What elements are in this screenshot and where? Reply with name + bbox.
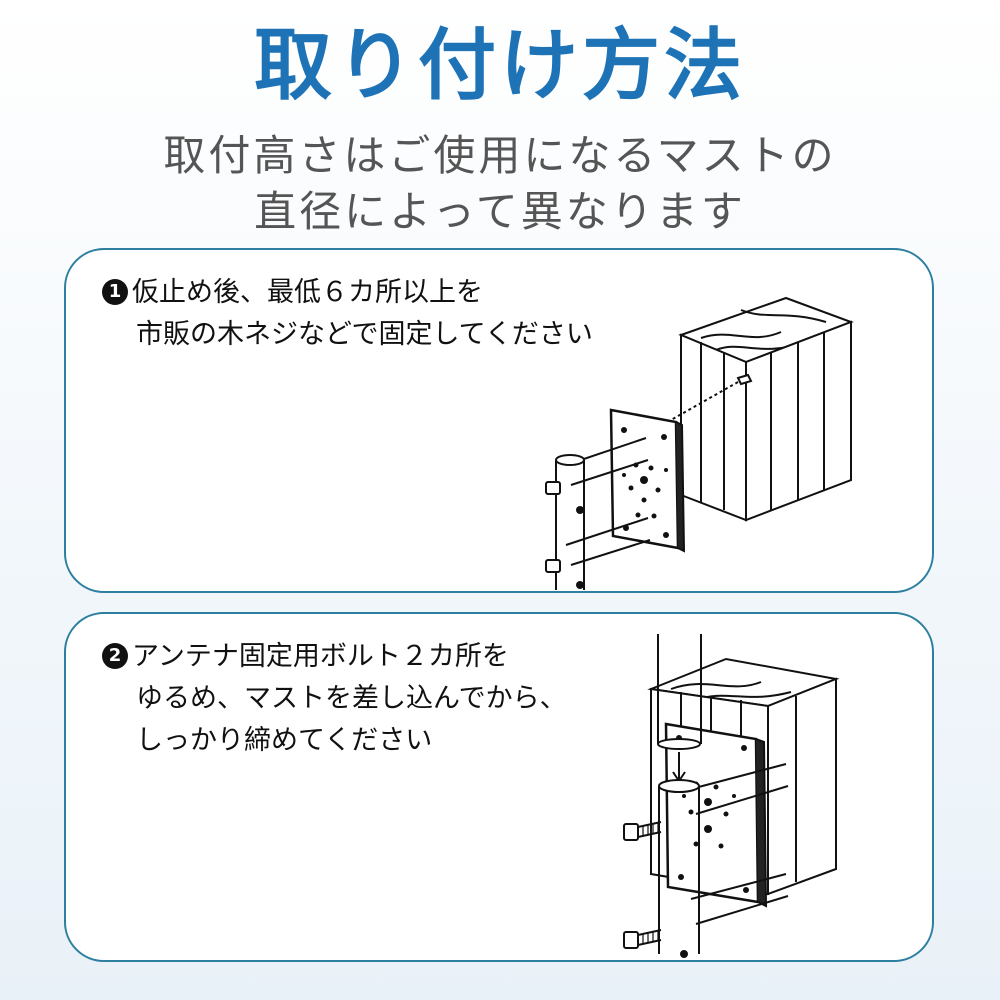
subtitle-line-1: 取付高さはご使用になるマストの — [163, 131, 837, 180]
subtitle: 取付高さはご使用になるマストの 直径によって異なります — [0, 128, 1000, 240]
step-1-illustration — [545, 296, 854, 590]
step-1-number-badge: 1 — [102, 278, 128, 305]
screw-icon — [736, 373, 753, 386]
step-2-number-badge: 2 — [102, 642, 128, 669]
wood-post-side — [767, 677, 837, 896]
subtitle-line-2: 直径によって異なります — [254, 187, 746, 236]
step-1-line-2: 市販の木ネジなどで固定してください — [136, 319, 593, 350]
plate-holes — [621, 427, 669, 538]
step-1-line-1-text: 仮止め後、最低６カ所以上を — [132, 277, 483, 308]
bolt-heads — [545, 481, 561, 573]
upper-arm — [690, 763, 789, 815]
step-2-line-1-text: アンテナ固定用ボルト２カ所を — [132, 641, 509, 672]
plate-holes — [676, 735, 749, 893]
mast-pipe-bottom — [657, 738, 701, 750]
bolt-icon-lower — [623, 929, 662, 949]
step-2-line-2: ゆるめ、マストを差し込んでから、 — [136, 683, 567, 714]
bolt-icon-upper — [623, 821, 662, 841]
wood-grain-lines — [700, 332, 825, 510]
mast-pipe — [657, 634, 702, 744]
step-2-illustration — [623, 634, 840, 958]
bracket-pipe — [658, 786, 700, 954]
mounting-plate-edge — [675, 421, 686, 553]
bracket-pipe-top — [658, 779, 700, 793]
lower-arm — [690, 873, 789, 925]
page-title: 取り付け方法 — [253, 21, 746, 111]
step-2-line-3: しっかり締めてください — [136, 725, 433, 756]
screw-guide-line — [670, 381, 739, 421]
wood-post-front — [680, 333, 747, 522]
bracket-pipe-top — [555, 454, 585, 466]
